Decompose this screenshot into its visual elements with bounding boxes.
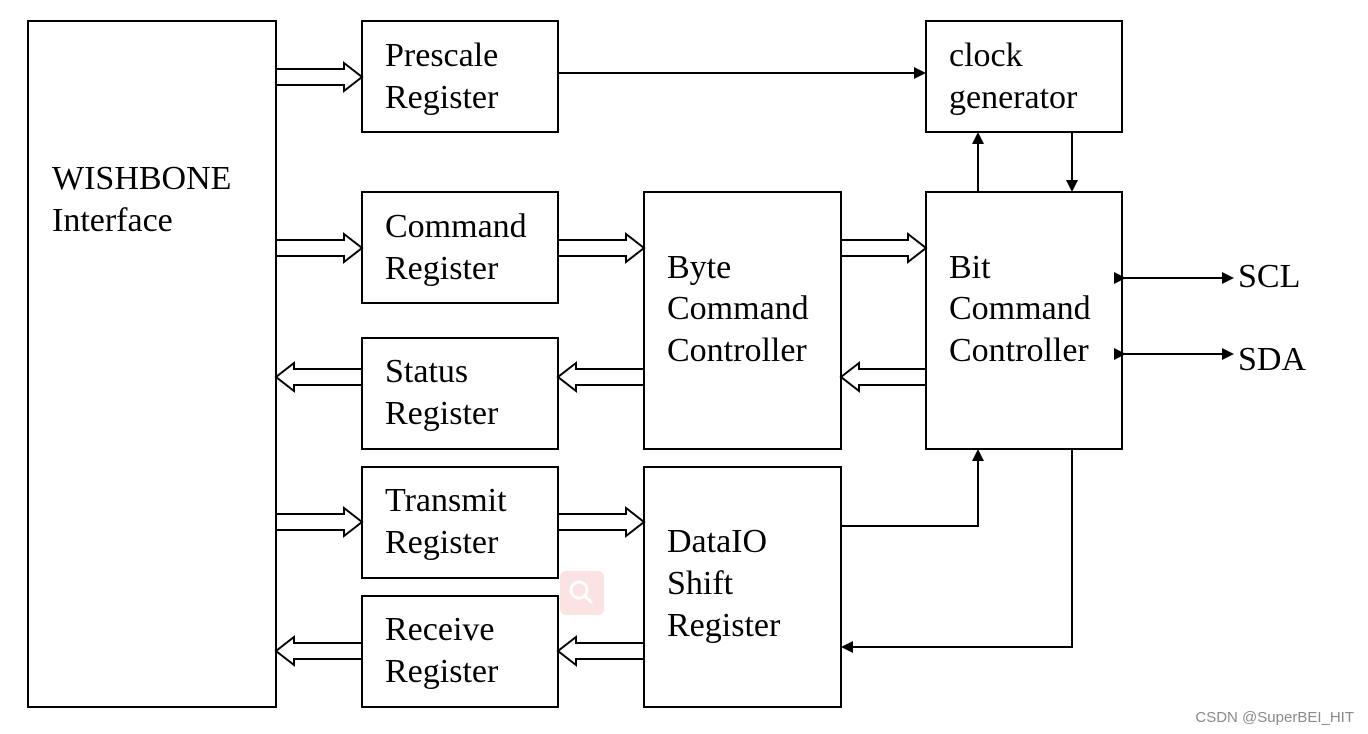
- wishbone-label: WISHBONE Interface: [52, 160, 240, 239]
- prescale-register-block: [361, 20, 559, 133]
- watermark: CSDN @SuperBEI_HIT: [1195, 709, 1354, 726]
- search-icon-badge: [560, 571, 604, 615]
- wishbone-interface-block: [27, 20, 277, 708]
- sda-label: SDA: [1238, 341, 1306, 378]
- bus-arrow-command-to-byte-ctrl: [557, 231, 646, 265]
- bus-arrow-byte-ctrl-to-status: [556, 360, 645, 394]
- bus-arrow-receive-to-wishbone: [274, 634, 363, 668]
- receive-register-label: Receive Register: [385, 611, 503, 690]
- wire-bit-ctrl-to-dataio: [841, 449, 1073, 653]
- bus-arrow-dataio-to-receive: [556, 634, 645, 668]
- command-register-block: [361, 191, 559, 304]
- bus-arrow-status-to-wishbone: [274, 360, 363, 394]
- status-register-label: Status Register: [385, 353, 499, 432]
- dataio-shift-register-block: [643, 466, 842, 708]
- bit-command-controller-block: [925, 191, 1123, 450]
- scl-label: SCL: [1238, 258, 1300, 295]
- bus-arrow-transmit-to-dataio: [557, 505, 646, 539]
- byte-command-controller-block: [643, 191, 842, 450]
- bus-arrow-wishbone-to-prescale: [275, 60, 364, 94]
- bus-arrow-wishbone-to-transmit: [275, 505, 364, 539]
- clock-generator-label: clock generator: [949, 37, 1078, 116]
- command-register-label: Command Register: [385, 208, 535, 287]
- bus-arrow-bit-ctrl-to-byte-ctrl: [839, 360, 927, 394]
- prescale-label: Prescale Register: [385, 37, 507, 116]
- status-register-block: [361, 337, 559, 450]
- search-icon: [569, 580, 593, 604]
- bit-command-controller-label: Bit Command Controller: [949, 249, 1099, 369]
- transmit-register-label: Transmit Register: [385, 482, 515, 561]
- bus-arrow-wishbone-to-command: [275, 231, 364, 265]
- dataio-shift-register-label: DataIO Shift Register: [667, 523, 781, 644]
- clock-generator-block: [925, 20, 1123, 133]
- receive-register-block: [361, 595, 559, 708]
- bus-arrow-byte-ctrl-to-bit-ctrl: [840, 231, 928, 265]
- wire-dataio-to-bit-ctrl: [841, 449, 984, 527]
- byte-command-controller-label: Byte Command Controller: [667, 249, 817, 369]
